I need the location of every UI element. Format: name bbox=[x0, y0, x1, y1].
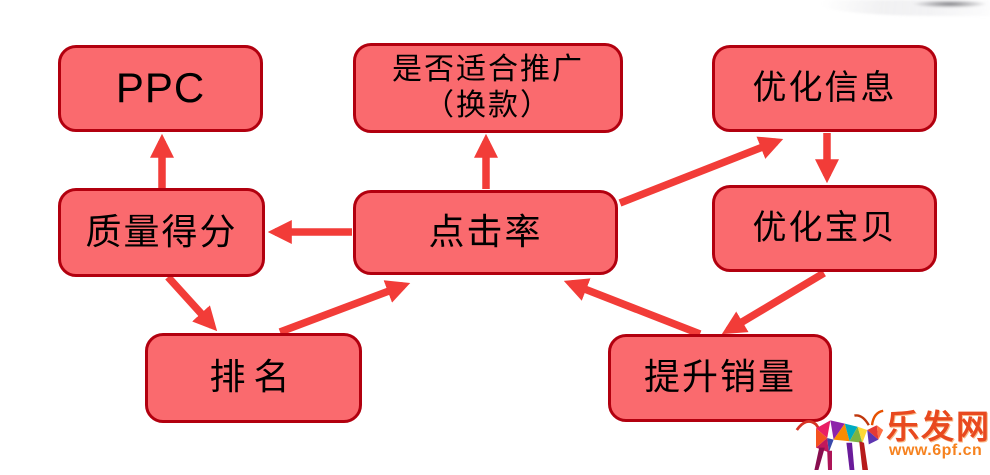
watermark: 乐发网 www.6pf.cn bbox=[788, 398, 990, 475]
node-optimize-info: 优化信息 bbox=[712, 45, 937, 132]
watermark-site-url: www.6pf.cn bbox=[889, 442, 983, 459]
node-ranking: 排名 bbox=[145, 333, 362, 423]
page-curl-shadow bbox=[822, 0, 990, 16]
node-optimize-product: 优化宝贝 bbox=[712, 185, 937, 272]
node-click-through-rate: 点击率 bbox=[353, 190, 618, 275]
node-quality-score-label: 质量得分 bbox=[85, 211, 238, 253]
node-boost-sales-label: 提升销量 bbox=[643, 357, 796, 399]
node-quality-score: 质量得分 bbox=[58, 188, 265, 277]
node-suitable-for-promotion: 是否适合推广 （换款） bbox=[353, 43, 623, 133]
node-ranking-label: 排名 bbox=[209, 357, 298, 399]
node-optimize-info-label: 优化信息 bbox=[752, 68, 897, 109]
node-optimize-product-label: 优化宝贝 bbox=[752, 208, 897, 249]
bull-logo-icon bbox=[795, 409, 884, 470]
node-suitable-label-line2: （换款） bbox=[424, 88, 552, 123]
arrow-boost-sales-to-ctr bbox=[563, 278, 702, 338]
node-click-through-rate-label: 点击率 bbox=[428, 211, 543, 253]
arrow-ranking-to-ctr bbox=[278, 280, 411, 336]
node-suitable-label-line1: 是否适合推广 bbox=[392, 52, 584, 87]
arrow-quality-score-to-ranking bbox=[165, 274, 218, 332]
node-ppc-label: PPC bbox=[115, 64, 206, 112]
arrow-optimize-product-to-boost-sales bbox=[721, 269, 826, 335]
node-boost-sales: 提升销量 bbox=[608, 334, 832, 422]
node-ppc: PPC bbox=[58, 45, 263, 132]
watermark-site-name: 乐发网 bbox=[886, 407, 990, 446]
